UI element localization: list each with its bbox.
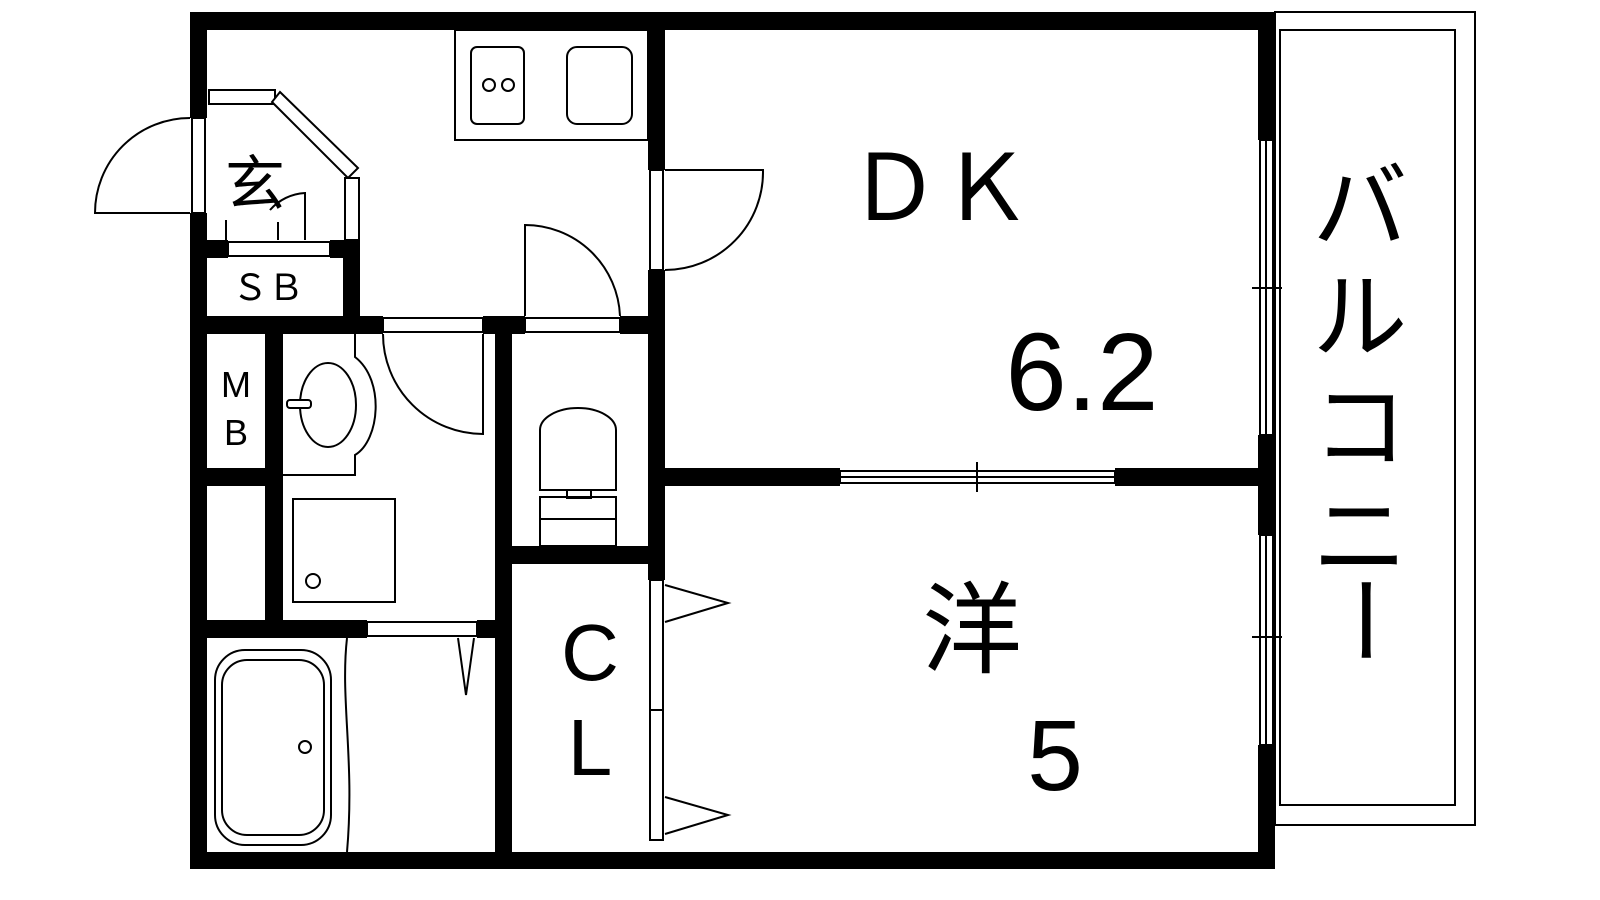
dk-size: 6.2 xyxy=(1006,311,1159,434)
sink xyxy=(566,46,633,125)
balcony-label: バ ル コ ニ ー xyxy=(1307,153,1417,668)
meter-box-label-2: B xyxy=(224,412,248,453)
stove xyxy=(470,46,525,125)
balcony-char: ー xyxy=(1307,572,1417,667)
windows xyxy=(1252,139,1282,746)
balcony-char: バ xyxy=(1312,153,1407,263)
doors xyxy=(93,89,1116,841)
toilet xyxy=(539,407,617,491)
fixtures xyxy=(214,29,649,853)
dk-label: ＤＫ xyxy=(848,138,1032,240)
bathtub xyxy=(214,649,332,846)
outer-walls xyxy=(190,12,1275,869)
balcony xyxy=(1274,11,1476,826)
entrance-label: 玄 xyxy=(225,150,285,220)
western-room-label: 洋 xyxy=(922,572,1022,689)
balcony-char: ニ xyxy=(1312,483,1407,593)
meter-box-label-1: M xyxy=(221,364,251,405)
western-room-size: 5 xyxy=(1027,700,1083,812)
closet-label-1: C xyxy=(561,608,619,697)
washing-machine-pan xyxy=(292,498,396,603)
closet-label-2: L xyxy=(568,703,613,792)
balcony-char: ル xyxy=(1312,263,1407,373)
interior-walls xyxy=(207,30,1258,852)
shoe-box-label: ＳＢ xyxy=(232,267,304,308)
balcony-char: コ xyxy=(1312,373,1407,483)
